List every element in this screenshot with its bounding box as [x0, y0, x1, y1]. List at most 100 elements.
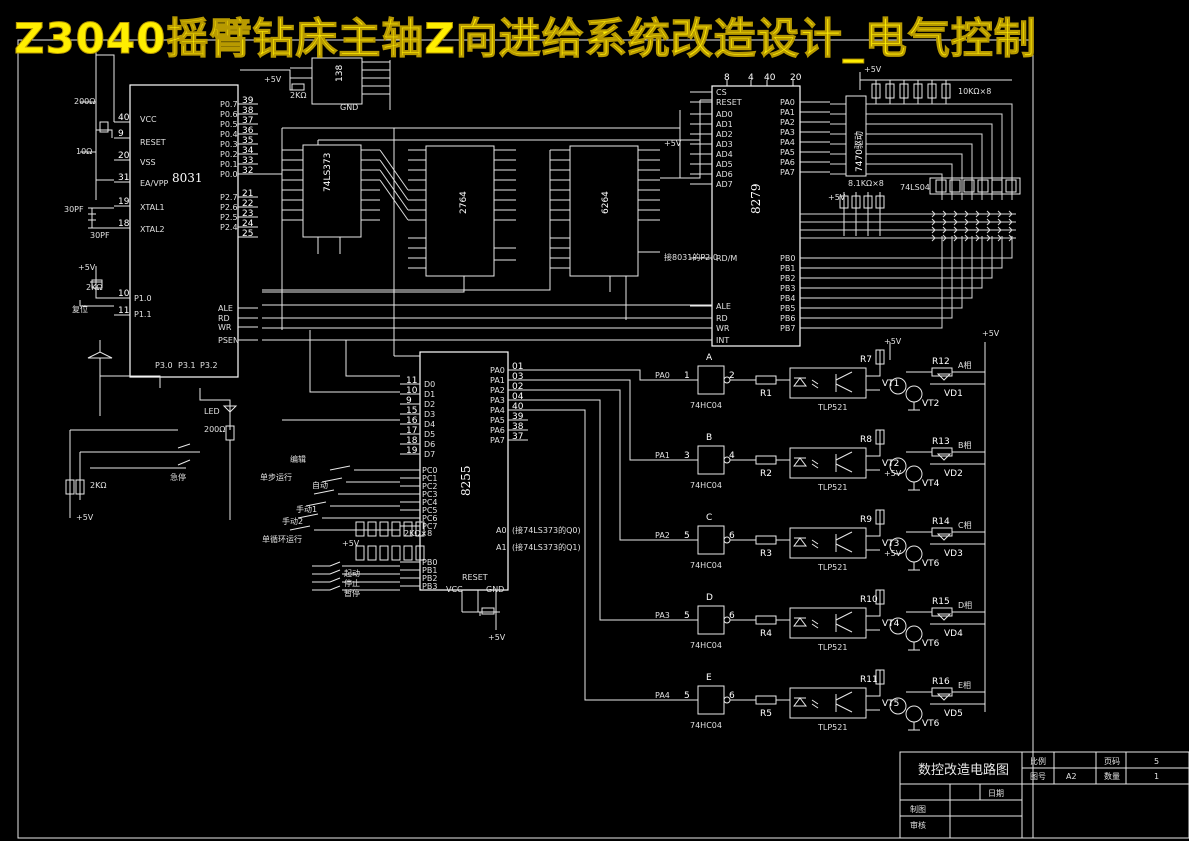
phase-port: PA0: [655, 371, 670, 380]
ppi-d-pin: D0: [424, 380, 435, 389]
cpu-left-pin-number: 11: [118, 306, 129, 316]
cpu-pin-reset: RESET: [140, 138, 166, 147]
ppi-d-pin: D7: [424, 450, 435, 459]
transistor-2: [905, 385, 923, 403]
display-line: [830, 113, 1003, 200]
display-line: [830, 153, 963, 200]
inverter-gate: [697, 525, 725, 555]
key-switch-icon: [975, 226, 980, 234]
vcc-label-8: +5V: [342, 539, 360, 548]
key-switch-icon: [1008, 234, 1013, 242]
qty-value: 1: [1154, 772, 1159, 781]
key-switch-icon: [931, 218, 936, 226]
cpu-pin-number: 38: [242, 106, 254, 116]
transistor-1: [889, 457, 907, 475]
collector-resistor: [875, 509, 885, 525]
ppi-d-pin: D4: [424, 420, 435, 429]
diode-label: VD3: [944, 549, 963, 559]
phase-vcc: +5V: [884, 469, 902, 478]
cpu-pin-ea: EA/VPP: [140, 179, 169, 188]
series-resistor: [755, 695, 777, 705]
ppi-d-num: 16: [406, 416, 418, 426]
opto-output: [866, 590, 881, 631]
series-resistor: [755, 455, 777, 465]
r-pull2-label: 2KΩ: [90, 481, 106, 490]
bank-resistor: [355, 545, 365, 561]
r-10-label: 10Ω: [76, 147, 92, 156]
diode-label: VD2: [944, 469, 963, 479]
bank-resistor: [403, 521, 413, 537]
transistor-2-label: VT6: [922, 639, 940, 649]
kbd-right-pin: PA3: [780, 128, 795, 137]
phase-feed-wire: [528, 369, 698, 381]
ppi-pa-num: 04: [512, 392, 524, 402]
gate-out-pin: 4: [729, 451, 735, 461]
phase-label: E相: [958, 680, 971, 690]
drawing-no-value: A2: [1066, 772, 1077, 781]
transistor-2-label: VT4: [922, 479, 940, 489]
phase-feed-wire: [528, 399, 698, 621]
phase-label: B相: [958, 440, 972, 450]
transistor-1: [889, 697, 907, 715]
kbd-right-pin: PB1: [780, 264, 795, 273]
gate-letter: B: [706, 433, 712, 443]
series-resistor-label: R4: [760, 629, 772, 639]
series-resistor-label: R5: [760, 709, 772, 719]
ppi-pb-pin: PB1: [422, 566, 437, 575]
r-kbd-label: 10KΩ×8: [958, 87, 991, 96]
collector-resistor: [875, 669, 885, 685]
eprom-2764: 2764: [262, 145, 516, 293]
cpu-right-pin: P0.4: [220, 130, 238, 139]
scan-line: [830, 236, 973, 299]
bank-resistor: [391, 521, 401, 537]
push-button-icon: [312, 585, 400, 591]
kbd-left-pin: RD/M: [716, 254, 737, 263]
bank-resistor: [367, 521, 377, 537]
bank-resistor: [367, 545, 377, 561]
cpu-pin-number: 22: [242, 199, 253, 209]
gate-in-pin: 3: [684, 451, 690, 461]
mode-switch-icon: [305, 501, 400, 507]
r-bank-label: 2KΩ×8: [404, 529, 432, 538]
cpu-right-pin: P0.6: [220, 110, 238, 119]
opto-output: [866, 430, 881, 471]
ppi-pa-num: 40: [512, 402, 524, 412]
scan-line: [830, 236, 963, 309]
cpu-right-pin: WR: [218, 323, 232, 332]
ppi-a1: A1: [496, 543, 507, 552]
series-resistor-label: R2: [760, 469, 772, 479]
cpu-right-pin: P0.1: [220, 160, 238, 169]
key-switch-icon: [1008, 210, 1013, 218]
cpu-pin-number: 36: [242, 126, 254, 136]
mode1-label: 单步运行: [260, 472, 292, 482]
key-switch-icon: [942, 218, 947, 226]
transistor-1-label: VT1: [882, 379, 899, 389]
cpu-pin-p11: P1.1: [134, 310, 152, 319]
display-network: +5V 10KΩ×8 7470驱动 74LS04 8.1KΩ×8 +5V: [800, 65, 1021, 329]
key-switch-icon: [1008, 226, 1013, 234]
ppi-pb-pin: PB0: [422, 558, 437, 567]
cap1-label: 30PF: [64, 205, 84, 214]
base-resistor-label: R12: [932, 357, 950, 367]
series-resistor: [755, 615, 777, 625]
push-button-icon: [312, 569, 400, 575]
key-switch-icon: [931, 226, 936, 234]
transistor-1: [889, 537, 907, 555]
transistor-2-label: VT6: [922, 559, 940, 569]
kbd-label: 8279: [749, 183, 763, 214]
kbd-note: 接8031的P2.0: [664, 252, 718, 262]
cpu-left-pin-number: 9: [118, 129, 124, 139]
gate-in-pin: 1: [684, 371, 690, 381]
cpu-pin-number: 35: [242, 136, 253, 146]
ram-label: 6264: [601, 191, 611, 214]
opto-output: [866, 510, 881, 551]
transistor-2-label: VT6: [922, 719, 940, 729]
r-reset-label: 200Ω: [74, 97, 95, 106]
optocoupler: [789, 527, 867, 559]
cpu-right-pin: P0.5: [220, 120, 238, 129]
sheet-value: 5: [1154, 757, 1159, 766]
date-label: 日期: [988, 789, 1004, 798]
